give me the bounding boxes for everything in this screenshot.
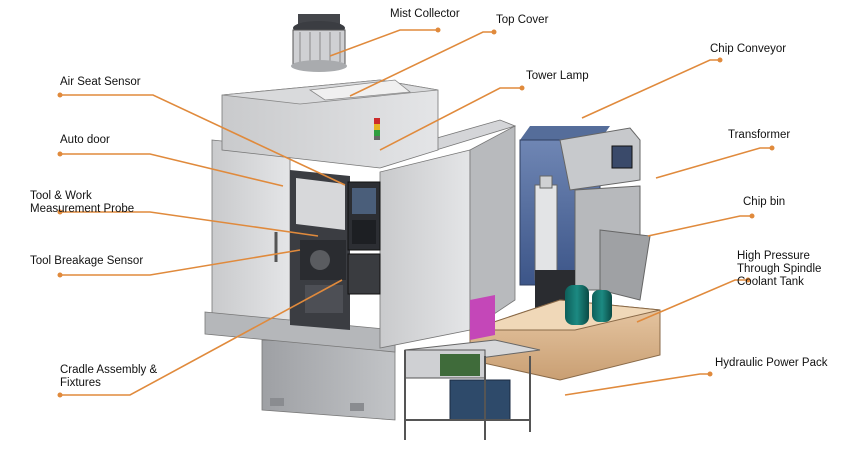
hydraulic-power-pack-unit [404,339,541,440]
tower-lamp-unit [374,118,380,140]
label-auto-door: Auto door [60,134,110,146]
machine-base [261,339,396,421]
label-chip-conveyor: Chip Conveyor [710,43,787,55]
coolant-tank-unit [469,285,661,381]
leader-dots [57,27,775,398]
machine-enclosure [204,79,517,353]
label-tool-breakage-sensor: Tool Breakage Sensor [30,255,144,267]
label-top-cover: Top Cover [496,14,549,26]
label-high-pressure-coolant-tank: High Pressure Through Spindle Coolant Ta… [737,250,822,288]
machining-area [290,170,381,330]
label-tool-work-probe: Tool & Work Measurement Probe [30,190,135,215]
leader-lines [60,29,772,396]
label-tower-lamp: Tower Lamp [526,70,589,82]
label-transformer: Transformer [728,129,791,141]
label-cradle-assembly: Cradle Assembly & Fixtures [60,364,158,389]
label-chip-bin: Chip bin [743,196,786,208]
label-air-seat-sensor: Air Seat Sensor [60,76,141,88]
label-hydraulic-power-pack: Hydraulic Power Pack [715,357,828,369]
label-mist-collector: Mist Collector [390,8,460,20]
mist-collector-unit [291,14,347,72]
